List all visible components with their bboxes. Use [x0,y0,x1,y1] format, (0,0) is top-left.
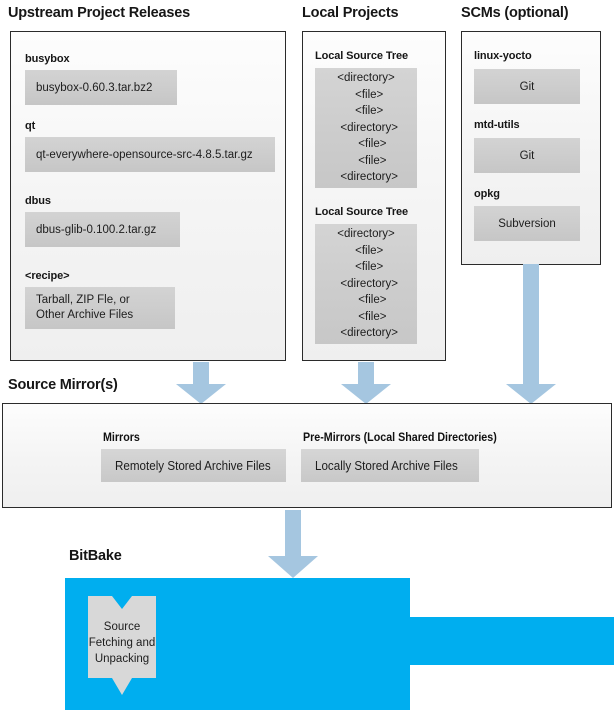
source-mirrors-section-title: Source Mirror(s) [8,377,118,393]
bitbake-node-shape [88,596,156,695]
upstream-value-text-line1: Tarball, ZIP Fle, or [36,294,130,306]
tree-line: <directory> [334,327,398,340]
scms-value-text: Subversion [498,217,556,230]
bitbake-node-line2: Fetching and [88,636,156,649]
upstream-item-label-dbus: dbus [25,195,51,207]
tree-line: <file> [345,294,387,307]
scms-item-label-opkg: opkg [474,188,500,200]
scms-value-text: Git [519,80,535,93]
local-source-tree-2: <directory> <file> <file> <directory> <f… [315,224,417,344]
local-source-tree-label-2: Local Source Tree [315,206,409,218]
upstream-value-text: busybox-0.60.3.tar.bz2 [36,81,153,94]
pre-mirrors-value-text: Locally Stored Archive Files [315,458,458,473]
arrow-local-projects-to-mirrors [341,362,391,404]
tree-line: <directory> [334,277,398,290]
upstream-item-label-recipe: <recipe> [25,270,70,282]
bitbake-node-line1: Source [103,620,141,633]
bitbake-extension-bar [410,617,614,665]
tree-line: <directory> [334,171,398,184]
local-source-tree-label-1: Local Source Tree [315,50,409,62]
arrow-upstream-to-mirrors [176,362,226,404]
scms-item-value-opkg: Subversion [474,206,580,241]
upstream-value-text: qt-everywhere-opensource-src-4.8.5.tar.g… [36,148,253,161]
tree-line: <file> [348,244,384,257]
pre-mirrors-group-value: Locally Stored Archive Files [301,449,479,482]
scms-item-label-linux-yocto: linux-yocto [474,50,532,62]
upstream-value-text: dbus-glib-0.100.2.tar.gz [36,223,157,236]
bitbake-section-title: BitBake [69,548,122,564]
tree-line: <file> [345,310,387,323]
mirrors-group-value: Remotely Stored Archive Files [101,449,286,482]
tree-line: <file> [348,261,384,274]
arrow-mirrors-to-bitbake [268,510,318,578]
scms-item-label-mtd-utils: mtd-utils [474,119,520,131]
upstream-section-title: Upstream Project Releases [8,5,190,21]
local-source-tree-1: <directory> <file> <file> <directory> <f… [315,68,417,188]
upstream-item-value-dbus: dbus-glib-0.100.2.tar.gz [25,212,180,247]
mirrors-group-label: Mirrors [103,432,140,444]
upstream-item-value-busybox: busybox-0.60.3.tar.bz2 [25,70,177,105]
tree-line: <file> [345,154,387,167]
upstream-value-text-line2: Other Archive Files [36,309,134,321]
scms-section-title: SCMs (optional) [461,5,569,21]
tree-line: <file> [348,105,384,118]
pre-mirrors-group-label: Pre-Mirrors (Local Shared Directories) [303,432,497,444]
arrow-scms-to-mirrors [506,264,556,404]
local-projects-section-title: Local Projects [302,5,399,21]
scms-item-value-linux-yocto: Git [474,69,580,104]
bitbake-node-line3: Unpacking [94,652,150,665]
tree-line: <directory> [334,121,398,134]
upstream-item-label-qt: qt [25,120,36,132]
upstream-item-value-qt: qt-everywhere-opensource-src-4.8.5.tar.g… [25,137,275,172]
bitbake-node-label: Source Fetching and Unpacking [88,596,156,695]
upstream-item-label-busybox: busybox [25,53,70,65]
tree-line: <file> [345,138,387,151]
tree-line: <directory> [337,228,395,241]
mirrors-value-text: Remotely Stored Archive Files [115,458,271,473]
tree-line: <directory> [337,72,395,85]
upstream-item-value-recipe: Tarball, ZIP Fle, or Other Archive Files [25,287,175,329]
scms-value-text: Git [519,149,535,162]
tree-line: <file> [348,88,384,101]
scms-item-value-mtd-utils: Git [474,138,580,173]
